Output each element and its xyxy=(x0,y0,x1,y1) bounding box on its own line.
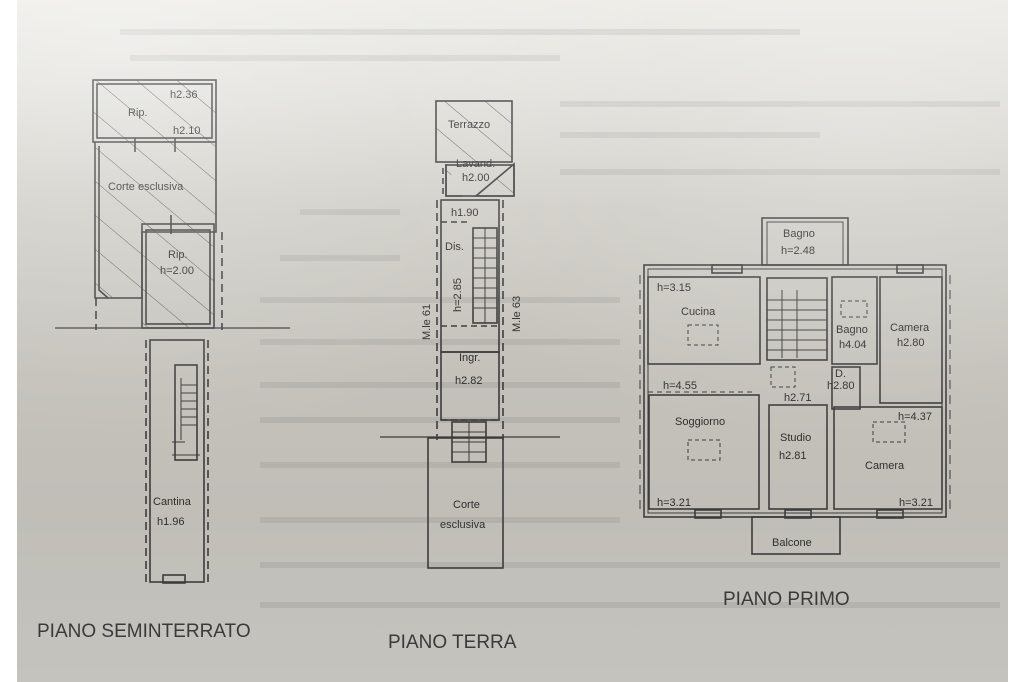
label-esclusiva: esclusiva xyxy=(440,519,486,531)
label-ingr-h: h2.82 xyxy=(455,375,483,387)
plan-seminterrato xyxy=(55,79,290,585)
label-rip-top-h1: h2.36 xyxy=(170,89,198,101)
label-rip-small-h: h=2.00 xyxy=(160,265,194,277)
label-cucina-h: h=3.15 xyxy=(657,282,691,294)
label-camera-bottom-h2: h=3.21 xyxy=(899,497,933,509)
label-d-h: h2.80 xyxy=(827,380,855,392)
label-studio-h: h2.81 xyxy=(779,450,807,462)
label-mappale-61: M.le 61 xyxy=(421,304,433,340)
label-h190: h1.90 xyxy=(451,207,479,219)
label-landing-h: h2.71 xyxy=(784,392,812,404)
label-soggiorno-h: h=3.21 xyxy=(657,497,691,509)
title-piano-seminterrato: PIANO SEMINTERRATO xyxy=(37,621,251,642)
label-dis: Dis. xyxy=(445,241,464,253)
label-bagno-top-h: h=2.48 xyxy=(781,245,815,257)
label-camera-bottom: Camera xyxy=(865,460,905,472)
label-rip-top: Rip. xyxy=(128,107,148,119)
label-bagno-mid: Bagno xyxy=(836,324,868,336)
label-rip-small: Rip. xyxy=(168,249,188,261)
label-terrazzo: Terrazzo xyxy=(448,119,490,131)
label-cucina-h2: h=4.55 xyxy=(663,380,697,392)
label-lavand: Lavand. xyxy=(456,158,495,170)
label-mappale-63: M.le 63 xyxy=(511,296,523,332)
floor-plan-drawing: Rip. h2.36 h2.10 Corte esclusiva Rip. h=… xyxy=(55,29,1000,608)
label-bagno-top: Bagno xyxy=(783,228,815,240)
plan-terra xyxy=(380,100,560,569)
title-piano-primo: PIANO PRIMO xyxy=(723,589,850,610)
label-corte-esclusiva: Corte esclusiva xyxy=(108,181,184,193)
label-bagno-mid-h: h4.04 xyxy=(839,339,867,351)
label-d: D. xyxy=(835,368,846,380)
label-studio: Studio xyxy=(780,432,811,444)
label-camera-bottom-h1: h=4.37 xyxy=(898,411,932,423)
label-camera-top-h: h2.80 xyxy=(897,337,925,349)
label-dis-h: h=2.85 xyxy=(452,278,464,312)
label-soggiorno: Soggiorno xyxy=(675,416,725,428)
label-cantina: Cantina xyxy=(153,496,192,508)
label-lavand-h: h2.00 xyxy=(462,172,490,184)
title-piano-terra: PIANO TERRA xyxy=(388,632,517,653)
bleed-through-text xyxy=(120,29,1000,608)
label-rip-top-h2: h2.10 xyxy=(173,125,201,137)
label-ingr: Ingr. xyxy=(459,352,480,364)
label-cantina-h: h1.96 xyxy=(157,516,185,528)
label-balcone: Balcone xyxy=(772,537,812,549)
label-camera-top: Camera xyxy=(890,322,930,334)
label-cucina: Cucina xyxy=(681,306,716,318)
label-corte: Corte xyxy=(453,499,480,511)
plan-primo xyxy=(639,217,951,555)
floor-plan-sheet: Rip. h2.36 h2.10 Corte esclusiva Rip. h=… xyxy=(17,0,1008,682)
